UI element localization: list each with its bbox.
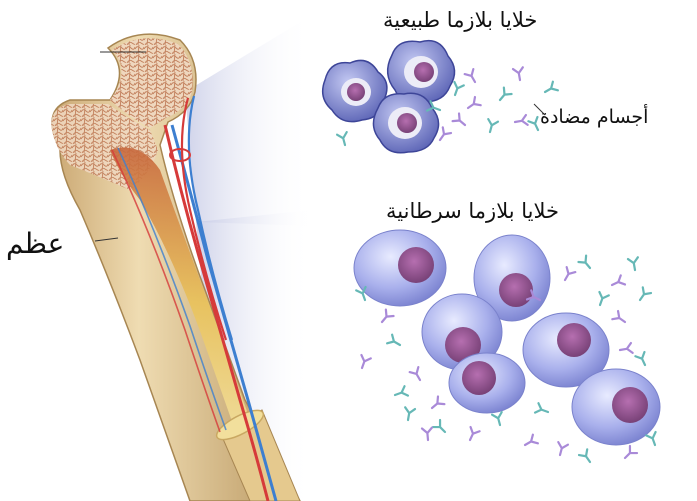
normal-plasma-cells [323,41,455,153]
normal-plasma-cells-label: خلايا بلازما طبيعية [383,8,537,32]
cancer-plasma-cells [354,230,660,445]
zoom-cone [185,15,312,226]
cancer-plasma-cell [572,369,660,445]
bone-label: عظم [6,227,64,260]
antibodies-label: أجسام مضادة [540,106,648,128]
normal-plasma-cell [373,93,438,153]
cancer-plasma-cells-label: خلايا بلازما سرطانية [386,199,559,223]
cancer-plasma-cell [449,353,525,413]
cancer-plasma-cell [354,230,446,306]
